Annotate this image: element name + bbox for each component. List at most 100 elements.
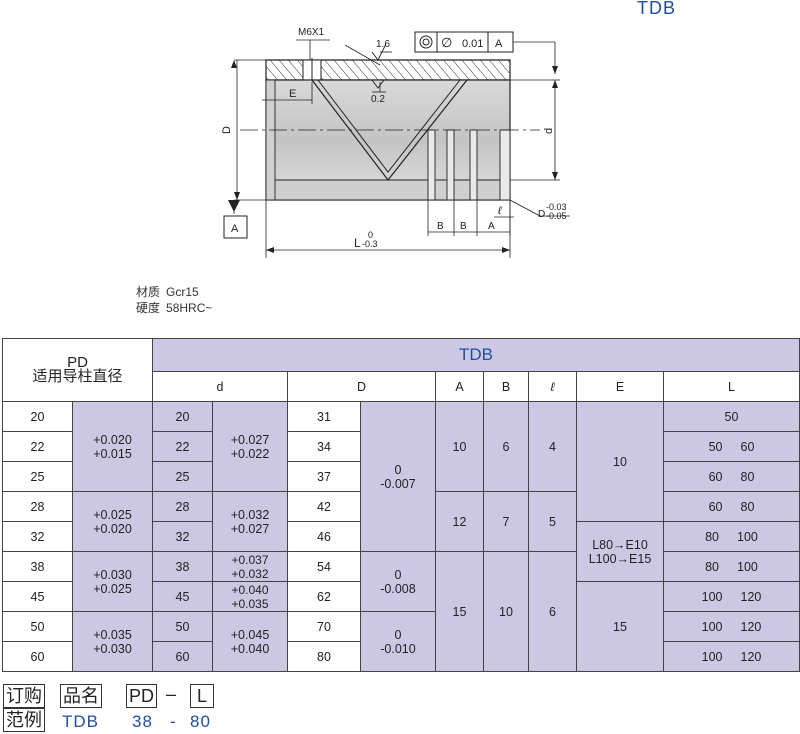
E-cell: 15 <box>576 581 664 672</box>
col-A: A <box>435 371 484 402</box>
D-cell: 62 <box>287 581 361 612</box>
D-cell: 42 <box>287 491 361 522</box>
d-cell: 22 <box>152 431 213 462</box>
tol-phi: 0.01 <box>462 38 483 50</box>
material-value: Gcr15 <box>166 285 199 299</box>
material-label: 材质 <box>136 285 161 299</box>
d-cell: 38 <box>152 551 213 582</box>
example-dash: - <box>170 712 177 731</box>
example-label-box: 范例 <box>3 708 45 732</box>
pd-title: PD <box>67 354 88 371</box>
D-cell: 37 <box>287 461 361 492</box>
roughness-1: 1.6 <box>376 39 390 50</box>
datum-label: A <box>231 223 239 235</box>
col-E: E <box>576 371 664 402</box>
example-l: 80 <box>190 712 211 731</box>
dim-A: A <box>488 221 495 232</box>
dim-L: L <box>354 236 361 250</box>
d-cell: 28 <box>152 491 213 522</box>
diameter-icon: ∅ <box>441 35 452 50</box>
d-cell: 60 <box>152 641 213 672</box>
roughness-2: 0.2 <box>371 94 385 105</box>
pd-cell: 20 <box>2 401 73 432</box>
L-tol-lo: -0.3 <box>362 239 378 249</box>
pd-tol-cell: +0.035+0.030 <box>72 611 153 672</box>
tolerance-frame: ∅ 0.01 A <box>414 31 514 53</box>
product-code: TDB <box>637 0 676 18</box>
order-dash: – <box>166 684 177 704</box>
table-row: 20 +0.020+0.015 20 +0.027+0.022 31 0-0.0… <box>2 401 800 552</box>
l-box: L <box>190 684 215 708</box>
example-pd: 38 <box>132 712 153 731</box>
hardness-value: 58HRC~ <box>166 301 213 315</box>
D-cell: 46 <box>287 521 361 552</box>
pd-cell: 60 <box>2 641 73 672</box>
roughness-icon <box>371 79 385 89</box>
d-tol-cell: +0.040+0.035 <box>212 581 288 612</box>
example-code: TDB <box>62 712 99 731</box>
d-tol-cell: +0.027+0.022 <box>212 401 288 492</box>
D-tol-cell: 0-0.007 <box>360 401 436 552</box>
D-tol-lo: -0.05 <box>546 211 567 221</box>
col-d: d <box>152 371 288 402</box>
E-cell: 10 <box>576 401 664 522</box>
l-cell: 5 <box>528 491 577 552</box>
d-cell: 20 <box>152 401 213 432</box>
technical-drawing: ∅ 0.01 A A M6X1 1.6 0.2 D d E B B A ℓ L … <box>221 27 570 258</box>
thread-label: M6X1 <box>298 27 325 38</box>
pd-tol-cell: +0.020+0.015 <box>72 401 153 492</box>
B-cell: 7 <box>483 491 529 552</box>
pd-cell: 38 <box>2 551 73 582</box>
pd-tol-cell: +0.030+0.025 <box>72 551 153 612</box>
D-tol-up: -0.03 <box>546 202 567 212</box>
pd-cell: 45 <box>2 581 73 612</box>
B-cell: 6 <box>483 401 529 492</box>
col-l: ℓ <box>528 371 577 402</box>
pd-cell: 50 <box>2 611 73 642</box>
col-L: L <box>663 371 800 402</box>
dimension-lines <box>233 39 570 258</box>
pd-tol-cell: +0.025+0.020 <box>72 491 153 552</box>
d-tol-cell: +0.032+0.027 <box>212 491 288 552</box>
L-tol-up: 0 <box>368 230 373 240</box>
name-box: 品名 <box>60 684 102 708</box>
pd-subtitle: 适用导柱直径 <box>32 368 123 385</box>
l-cell: 4 <box>528 401 577 492</box>
tol-ref: A <box>495 38 503 50</box>
l-cell: 6 <box>528 551 577 672</box>
dim-d: d <box>543 128 555 134</box>
group-header: TDB <box>152 338 800 372</box>
A-cell: 12 <box>435 491 484 552</box>
dim-B2: B <box>460 221 467 232</box>
L-cell: 50 <box>663 401 800 432</box>
d-cell: 50 <box>152 611 213 642</box>
dim-D: D <box>221 126 233 134</box>
D-cell: 70 <box>287 611 361 642</box>
col-D: D <box>287 371 436 402</box>
dim-l: ℓ <box>497 205 502 217</box>
D-cell: 80 <box>287 641 361 672</box>
pd-cell: 22 <box>2 431 73 462</box>
dim-B1: B <box>437 221 444 232</box>
d-tol-cell: +0.037+0.032 <box>212 551 288 582</box>
section-hatch <box>265 58 511 82</box>
D-cell: 54 <box>287 551 361 582</box>
hardness-label: 硬度 <box>136 301 161 315</box>
D-tol-cell: 0-0.008 <box>360 551 436 612</box>
D-cell: 31 <box>287 401 361 432</box>
table-row: 50 +0.035+0.030 50 +0.045+0.040 70 0-0.0… <box>2 611 800 672</box>
col-B: B <box>483 371 529 402</box>
B-cell: 10 <box>483 551 529 672</box>
pd-cell: 32 <box>2 521 73 552</box>
